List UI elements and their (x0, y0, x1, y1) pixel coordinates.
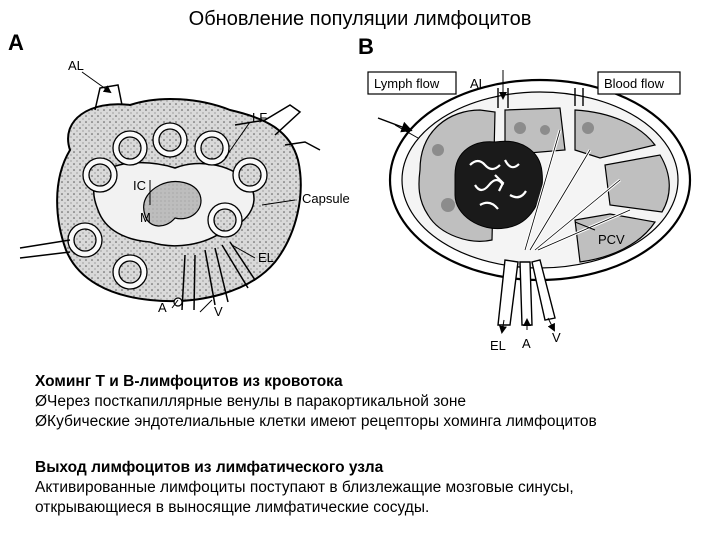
hilum-trunk (497, 259, 556, 326)
label-b-a: A (522, 336, 531, 351)
incoming-vessel-left (377, 117, 413, 133)
exit-section: Выход лимфоцитов из лимфатического узла … (35, 458, 705, 518)
lymph-flow-box (367, 71, 457, 95)
exit-line: Активированные лимфоциты поступают в бли… (35, 479, 574, 496)
label-a-ic: IC (133, 178, 146, 193)
label-a-a: A (158, 300, 167, 315)
medullary-cord (143, 181, 202, 227)
blood-flow-box (597, 71, 681, 95)
label-b-pcv: PCV (598, 232, 625, 247)
label-a-capsule: Capsule (302, 191, 350, 206)
label-b-blood-flow: Blood flow (604, 76, 665, 91)
label-b-al: AL (470, 76, 486, 91)
label-b-v: V (552, 330, 561, 345)
panel-label-b: B (358, 34, 374, 59)
label-a-al: AL (68, 58, 84, 73)
label-b-lymph-flow: Lymph flow (374, 76, 440, 91)
hev-venules (469, 159, 527, 210)
lymph-node-diagram: AL LF IC M Capsule EL A V (19, 58, 692, 353)
follicles (67, 122, 268, 290)
label-a-lf: LF (252, 110, 267, 125)
afferent-lymphatic-b (497, 88, 509, 108)
homing-section: Хоминг Т и В-лимфоцитов из кровотока ØЧе… (35, 372, 705, 432)
node-b-diagram: Lymph flow Blood flow AL PCV EL A V (367, 70, 692, 353)
label-b-el: EL (490, 338, 506, 353)
homing-item: ØКубические эндотелиальные клетки имеют … (35, 413, 597, 430)
follicle-spots (432, 122, 594, 212)
homing-item: ØЧерез посткапиллярные венулы в паракорт… (35, 393, 466, 410)
node-a-diagram: AL LF IC M Capsule EL A V (19, 58, 350, 319)
panel-label-a: A (8, 30, 24, 55)
exit-heading: Выход лимфоцитов из лимфатического узла (35, 459, 384, 476)
page-title: Обновление популяции лимфоцитов (188, 8, 532, 30)
label-a-v: V (214, 304, 223, 319)
label-a-m: M (140, 210, 151, 225)
blood-vessel-top (574, 88, 584, 106)
paracortex (454, 140, 543, 230)
exit-line: открывающиеся в выносящие лимфатические … (35, 499, 430, 516)
hilum-vessels (181, 241, 256, 311)
label-a-el: EL (258, 250, 274, 265)
homing-heading: Хоминг Т и В-лимфоцитов из кровотока (35, 373, 343, 390)
